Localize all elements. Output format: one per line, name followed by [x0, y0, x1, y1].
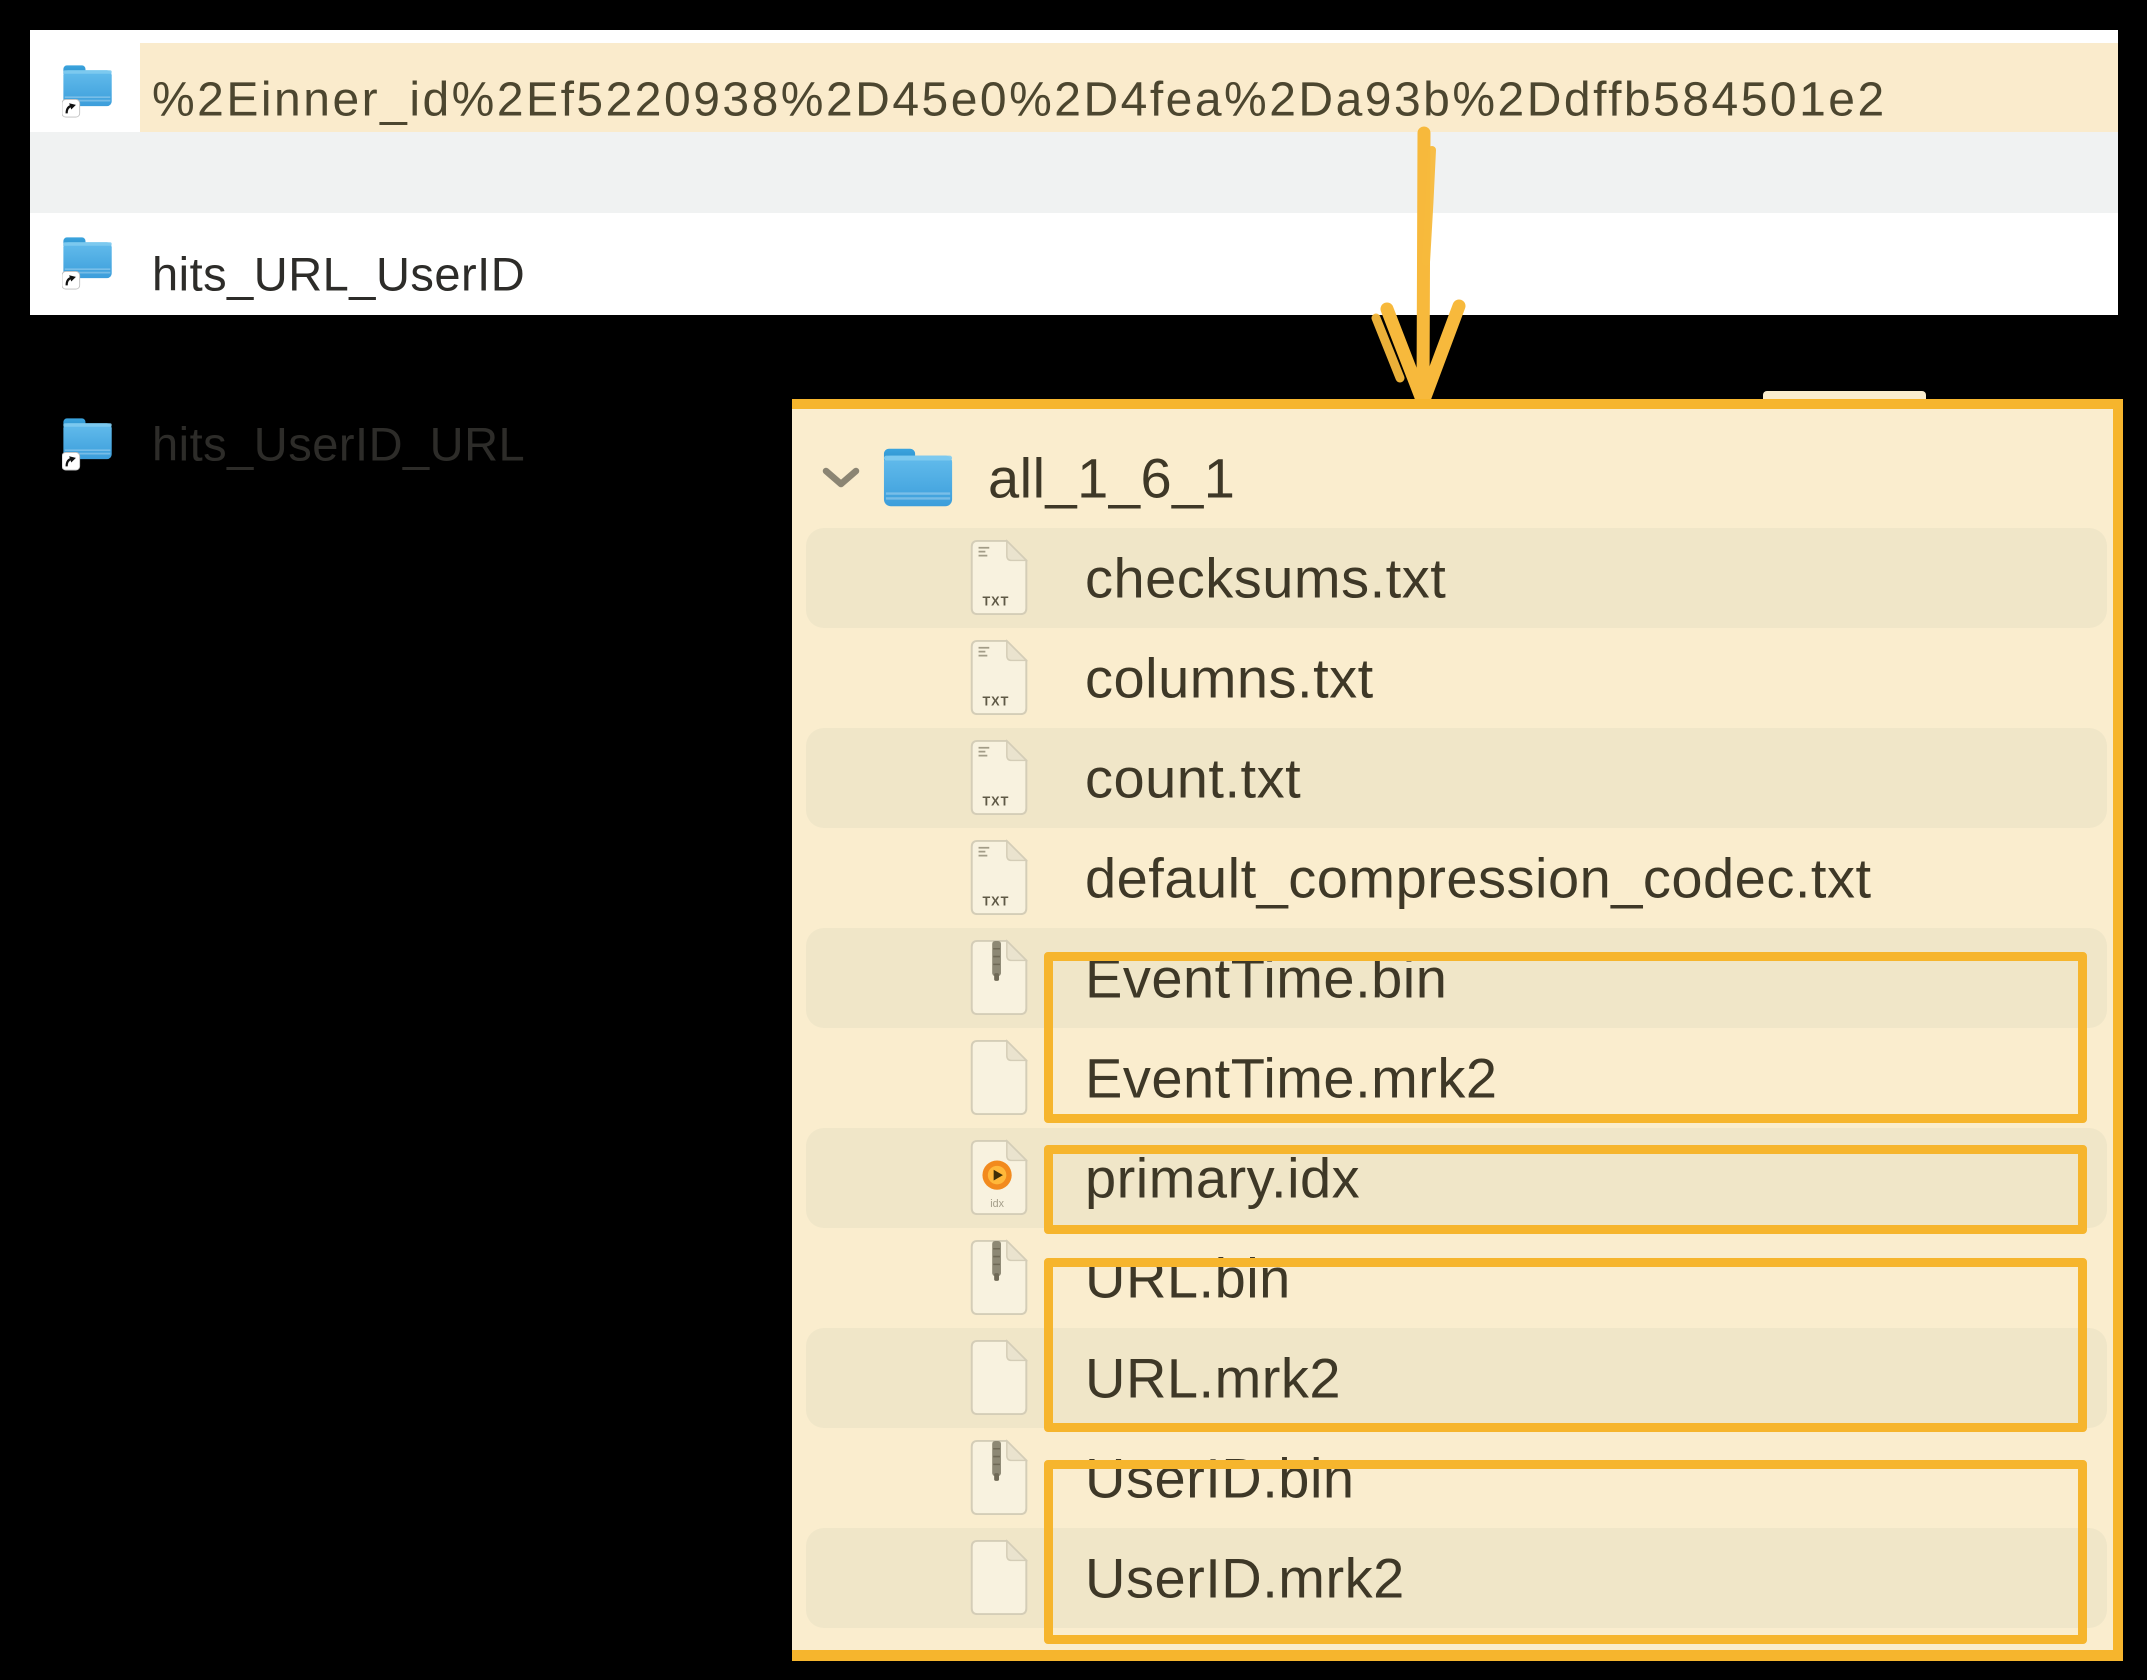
folder-alias-icon: [62, 417, 113, 472]
bin-file-icon: [970, 1239, 1028, 1316]
file-name: primary.idx: [1085, 1146, 1361, 1210]
file-name: default_compression_codec.txt: [1085, 846, 1872, 910]
tree-row-columns[interactable]: TXT columns.txt: [792, 628, 2113, 728]
tree-row-eventtime-mrk2[interactable]: EventTime.mrk2: [792, 1028, 2113, 1128]
tree-row-checksums[interactable]: TXT checksums.txt: [792, 528, 2113, 628]
txt-file-icon: TXT: [970, 839, 1028, 916]
window-edge-artifact: [1763, 391, 1926, 402]
annotation-box-url: [1044, 1258, 2087, 1432]
txt-file-icon: TXT: [970, 639, 1028, 716]
idx-file-icon: idx: [970, 1139, 1028, 1216]
row-alt-band: [30, 132, 2118, 213]
tree-row-default-compression-codec[interactable]: TXT default_compression_codec.txt: [792, 828, 2113, 928]
svg-text:TXT: TXT: [982, 894, 1009, 908]
svg-text:TXT: TXT: [982, 694, 1009, 708]
tree-row-count[interactable]: TXT count.txt: [792, 728, 2113, 828]
annotation-box-eventtime: [1044, 952, 2087, 1123]
file-name: URL.mrk2: [1085, 1346, 1342, 1410]
txt-file-icon: TXT: [970, 739, 1028, 816]
svg-text:TXT: TXT: [982, 594, 1009, 608]
selected-row-highlight: [140, 43, 2118, 132]
bin-file-icon: [970, 1439, 1028, 1516]
file-name: columns.txt: [1085, 646, 1374, 710]
folder-name: all_1_6_1: [988, 446, 1236, 510]
tree-row-url-mrk2[interactable]: URL.mrk2: [792, 1328, 2113, 1428]
finder-row-hits-userid-url[interactable]: hits_UserID_URL: [30, 213, 2118, 472]
data-part-tree-panel: all_1_6_1 TXT checksums.txt TXT columns.…: [792, 399, 2123, 1661]
file-name: checksums.txt: [1085, 546, 1447, 610]
finder-list-panel: %2Einner_id%2Ef5220938%2D45e0%2D4fea%2Da…: [30, 30, 2118, 472]
svg-text:TXT: TXT: [982, 794, 1009, 808]
file-name: UserID.mrk2: [1085, 1546, 1405, 1610]
tree-row-userid-bin[interactable]: UserID.bin: [792, 1428, 2113, 1528]
folder-icon: [882, 447, 954, 508]
folder-name: hits_URL_UserID: [152, 247, 526, 301]
annotation-box-primary-idx: [1044, 1145, 2087, 1234]
finder-row-hits-url-userid[interactable]: hits_URL_UserID: [30, 132, 2118, 301]
svg-text:idx: idx: [990, 1198, 1004, 1210]
txt-file-icon: TXT: [970, 539, 1028, 616]
bin-file-icon: [970, 939, 1028, 1016]
annotation-arrow-down-icon: [1371, 126, 1466, 404]
folder-alias-icon: [62, 64, 113, 119]
chevron-down-icon[interactable]: [822, 467, 860, 489]
folder-name: hits_UserID_URL: [152, 417, 526, 471]
tree-row-url-bin[interactable]: URL.bin: [792, 1228, 2113, 1328]
mrk2-file-icon: [970, 1539, 1028, 1616]
mrk2-file-icon: [970, 1039, 1028, 1116]
file-name: URL.bin: [1085, 1246, 1291, 1310]
mrk2-file-icon: [970, 1339, 1028, 1416]
tree-row-root-folder[interactable]: all_1_6_1: [792, 428, 2113, 528]
file-name: EventTime.mrk2: [1085, 1046, 1498, 1110]
file-name: count.txt: [1085, 746, 1302, 810]
finder-row-inner-id[interactable]: %2Einner_id%2Ef5220938%2D45e0%2D4fea%2Da…: [30, 43, 2118, 132]
tree-row-primary-idx[interactable]: idx primary.idx: [792, 1128, 2113, 1228]
file-name: UserID.bin: [1085, 1446, 1355, 1510]
annotation-box-userid: [1044, 1460, 2087, 1644]
folder-name: %2Einner_id%2Ef5220938%2D45e0%2D4fea%2Da…: [152, 73, 1887, 127]
tree-row-userid-mrk2[interactable]: UserID.mrk2: [792, 1528, 2113, 1628]
